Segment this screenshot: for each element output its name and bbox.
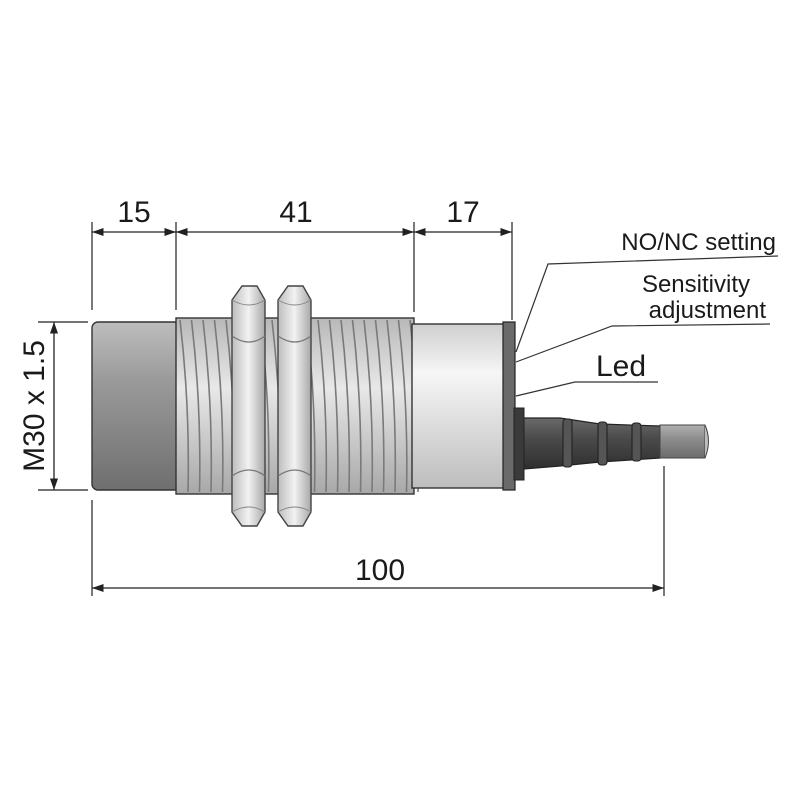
thread-line: [363, 319, 374, 493]
hex-nut-1: [231, 285, 266, 527]
thread-line: [317, 319, 328, 493]
thread-line: [351, 319, 362, 493]
label-sensitivity-line2: adjustment: [649, 297, 767, 324]
dim-thread-spec: M30 x 1.5: [18, 340, 51, 472]
cable-strain-ribs: [562, 418, 642, 468]
sensing-face: [91, 321, 181, 491]
rear-housing: [411, 323, 505, 489]
thread-line: [202, 319, 213, 493]
rear-cap: [502, 321, 516, 491]
thread-line: [374, 319, 385, 493]
extension-lines: [38, 222, 665, 596]
dim-rear-length: 17: [446, 196, 479, 229]
label-led: Led: [596, 350, 646, 383]
label-no-nc-setting: NO/NC setting: [621, 229, 776, 256]
dimension-lines: [49, 227, 664, 593]
thread-line: [328, 319, 339, 493]
label-sensitivity-line1: Sensitivity: [642, 271, 750, 298]
thread-line: [190, 319, 201, 493]
thread-line: [386, 319, 397, 493]
thread-line: [397, 319, 408, 493]
cable: [511, 417, 709, 471]
thread-line: [340, 319, 351, 493]
hex-nut-2: [277, 285, 312, 527]
dim-total-length: 100: [355, 554, 405, 587]
thread-line: [179, 319, 190, 493]
dim-face-length: 15: [117, 196, 150, 229]
cable-gland: [513, 407, 525, 481]
dim-thread-length: 41: [279, 196, 312, 229]
callout-leaders: [515, 255, 779, 397]
thread-line: [213, 319, 224, 493]
